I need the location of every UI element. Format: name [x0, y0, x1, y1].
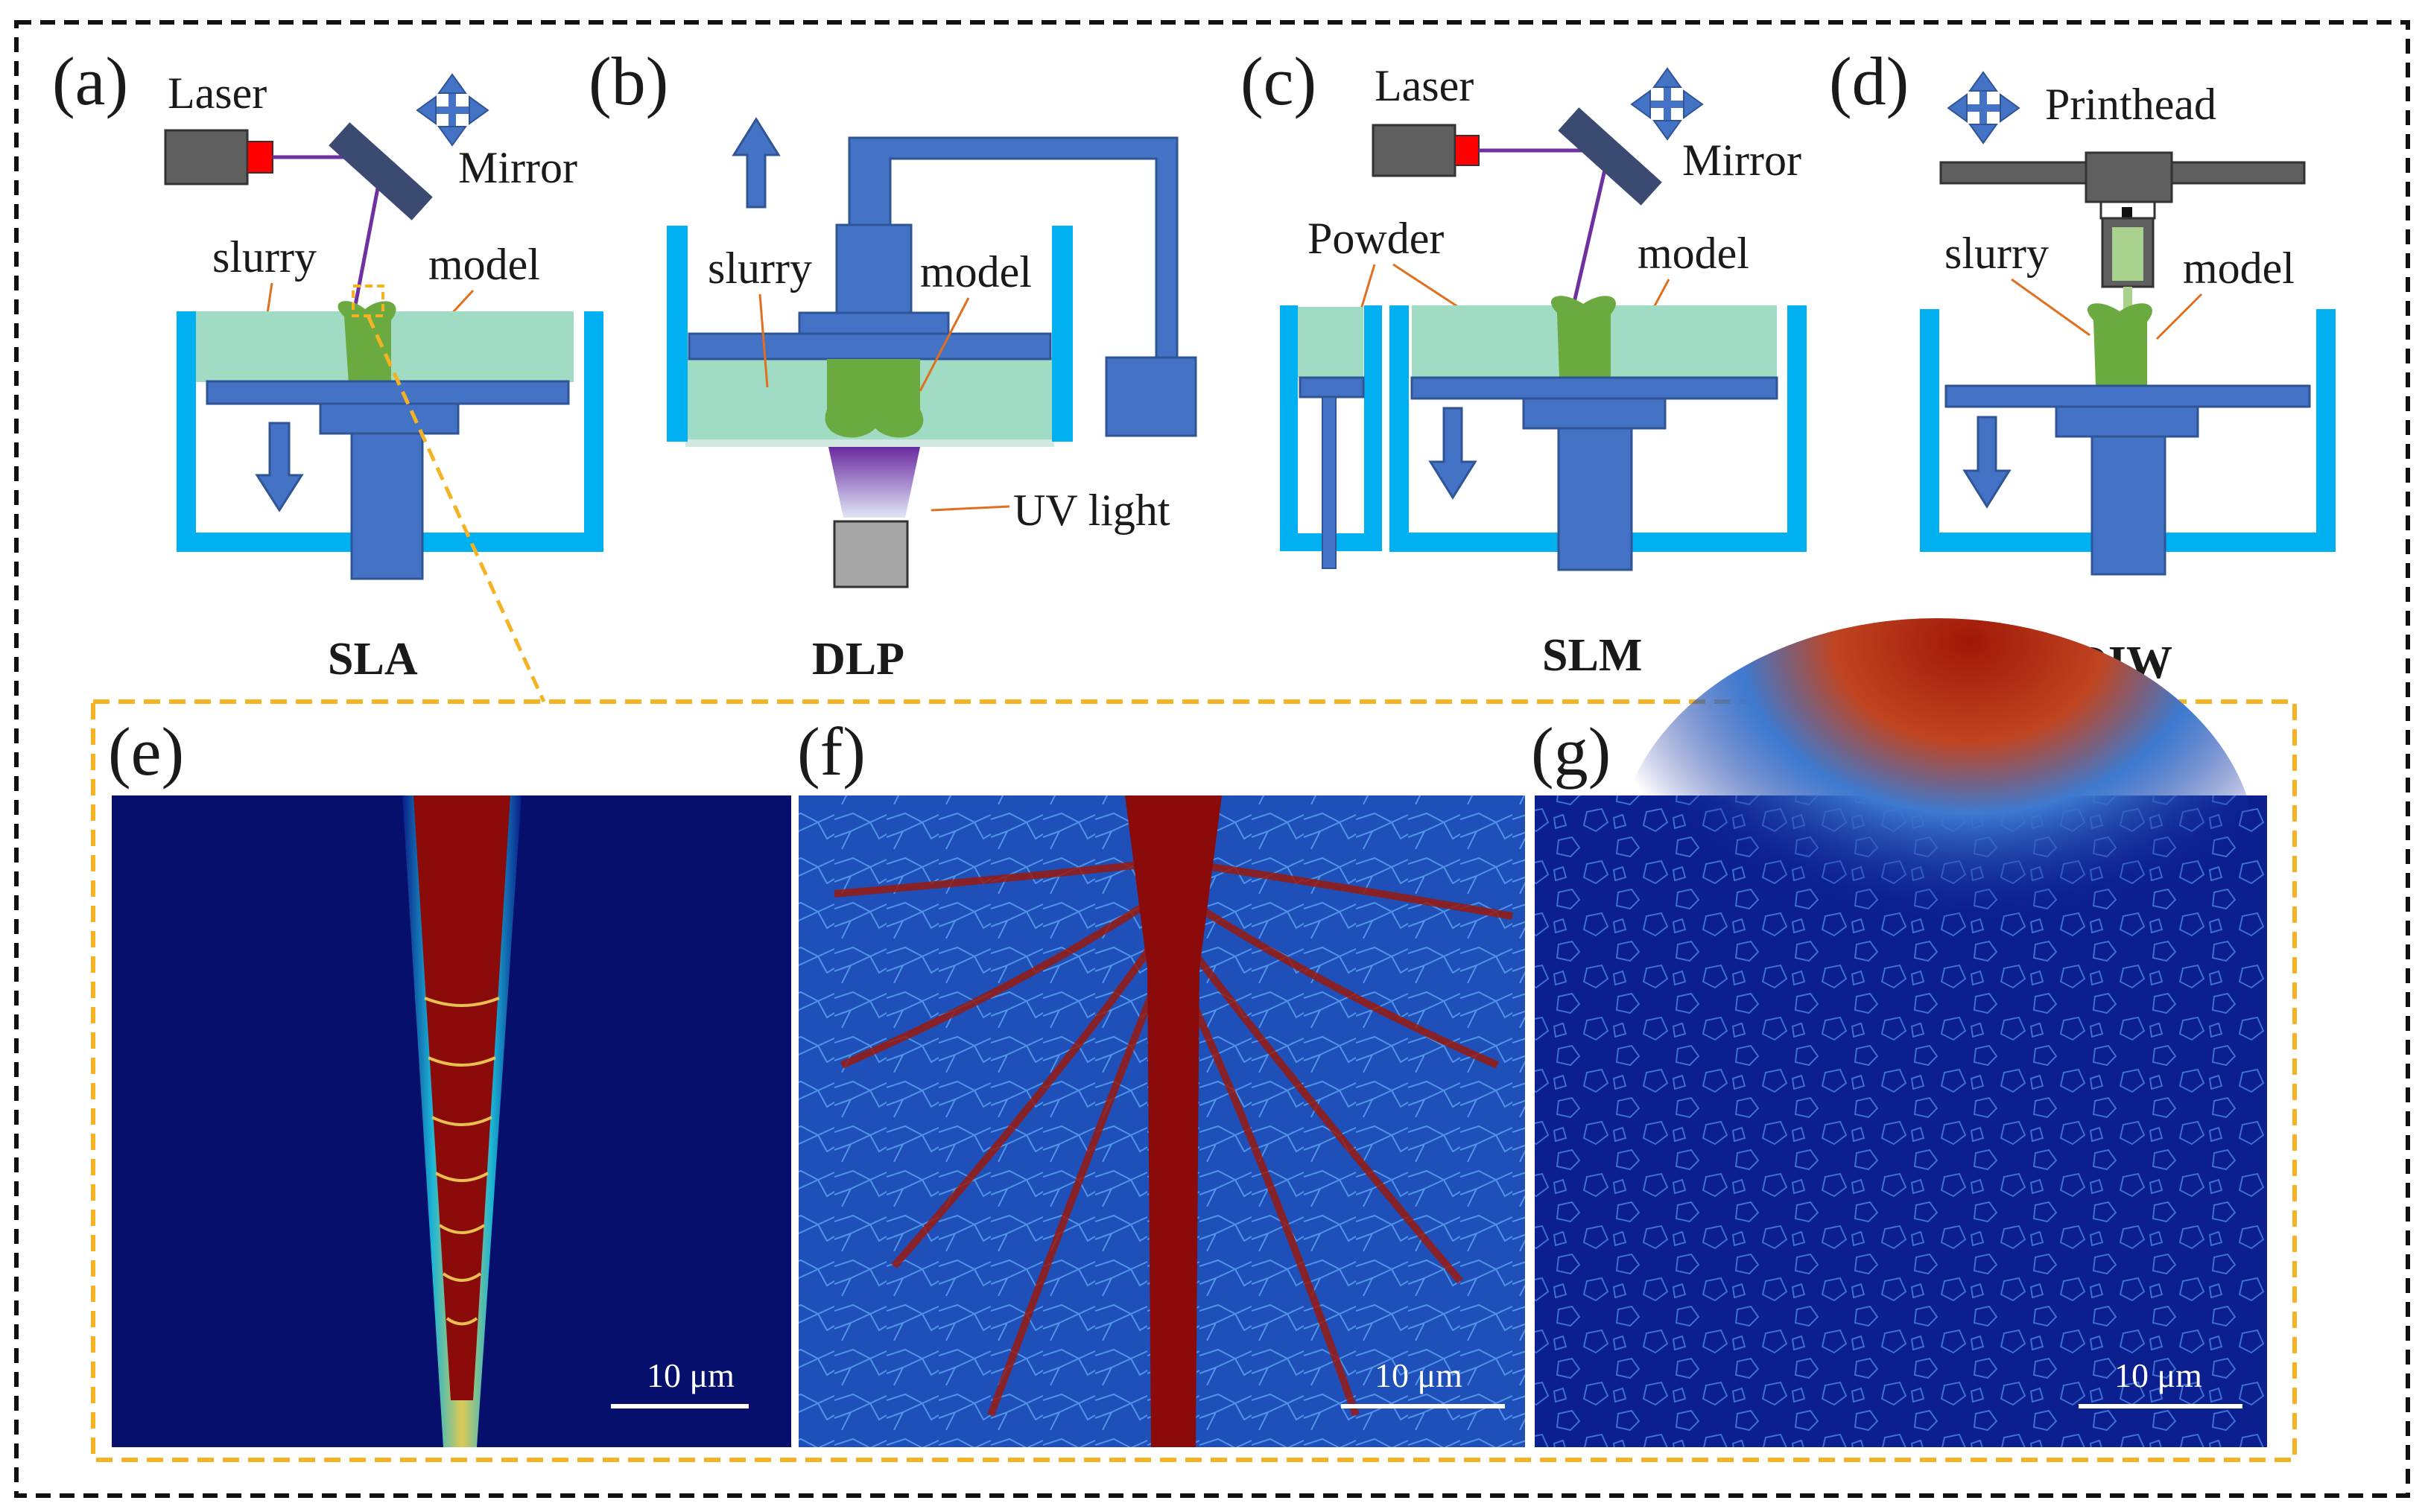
panel-a-letter: (a)	[52, 43, 128, 119]
panel-a-mirror-label: Mirror	[458, 143, 577, 192]
panel-a-platform-mount	[319, 402, 460, 435]
panel-f-simulation: (f) 10 μm	[797, 714, 1525, 1447]
panel-a-method-label: SLA	[328, 634, 418, 684]
panel-a-model-label: model	[428, 240, 540, 289]
panel-a-sla: (a) Laser Mirror slurry model SLA	[52, 43, 603, 684]
panel-d-printhead-carriage	[2085, 151, 2173, 203]
panel-b-platform	[688, 332, 1052, 360]
panel-c-laser-beam	[1479, 148, 1612, 306]
panel-c-down-arrow-icon	[1428, 407, 1477, 500]
panel-a-platform	[206, 380, 570, 405]
panel-d-down-arrow-icon	[1962, 416, 2012, 509]
panel-f-main-crack	[1125, 795, 1222, 1447]
panel-e-letter: (e)	[108, 714, 184, 790]
panel-d-platform-mount	[2055, 405, 2199, 438]
panel-c-feed-rod	[1322, 396, 1337, 569]
panel-b-model-leader	[919, 297, 970, 392]
panel-c-feed-powder	[1298, 307, 1363, 378]
panel-b-uv-label: UV light	[1013, 486, 1170, 535]
panel-g-simulation: (g) 10 μm	[1531, 618, 2267, 1447]
panel-e-scale-label: 10 μm	[647, 1356, 735, 1394]
panel-b-method-label: DLP	[812, 634, 904, 684]
panel-b-model-label: model	[920, 247, 1032, 296]
panel-e-beam-core	[413, 795, 510, 1400]
panel-c-mirror	[1558, 107, 1662, 206]
panel-b-tank-left	[667, 226, 688, 442]
panel-d-syringe-slurry	[2112, 227, 2143, 281]
panel-c-platform-mount	[1522, 397, 1667, 430]
panel-d-slurry-leader	[2011, 278, 2090, 337]
panel-b-gantry-base	[1105, 356, 1197, 437]
panel-c-elevator-column	[1557, 427, 1633, 571]
zoom-region-frame	[91, 699, 2297, 1462]
panel-b-window	[685, 439, 1054, 447]
panel-d-printhead-label: Printhead	[2045, 80, 2216, 129]
panel-a-move-arrows-icon	[416, 73, 489, 147]
panel-b-tank-right	[1052, 226, 1073, 442]
panel-d-model	[2087, 303, 2152, 386]
panel-b-build-head	[835, 223, 913, 316]
panel-b-projector	[833, 520, 909, 588]
panel-b-uv-leader	[931, 505, 1010, 512]
panel-a-elevator-column	[350, 432, 424, 580]
panel-d-model-leader	[2155, 293, 2203, 340]
outer-frame	[14, 20, 2410, 1498]
panel-c-powder-label: Powder	[1307, 214, 1444, 263]
panel-c-laser-body	[1372, 124, 1456, 177]
panel-c-feed-piston	[1299, 376, 1365, 398]
panel-a-down-arrow-icon	[255, 422, 304, 512]
panel-d-plunger	[2122, 207, 2132, 217]
panel-c-letter: (c)	[1240, 43, 1316, 119]
panel-c-laser-tip	[1454, 135, 1480, 166]
panel-g-letter: (g)	[1531, 714, 1611, 790]
panel-d-slurry-label: slurry	[1944, 229, 2049, 278]
panel-b-letter: (b)	[589, 43, 668, 119]
panel-a-model	[337, 301, 396, 384]
panel-d-letter: (d)	[1829, 43, 1909, 119]
panel-g-scale-label: 10 μm	[2114, 1356, 2202, 1394]
panel-c-model	[1550, 296, 1616, 378]
panel-a-laser-tip	[247, 141, 273, 174]
panel-d-move-arrows-icon	[1947, 71, 2020, 144]
panel-c-laser-label: Laser	[1375, 61, 1474, 110]
panel-e-simulation: (e) 10 μm	[108, 714, 791, 1447]
panel-f-letter: (f)	[797, 714, 866, 790]
panel-f-scale-label: 10 μm	[1375, 1356, 1462, 1394]
panel-c-slm: (c) Laser Mirror Powder model SLM	[1240, 43, 1807, 681]
panel-a-laser-body	[164, 129, 249, 185]
panel-b-head-plate	[798, 311, 950, 335]
panel-b-model	[825, 359, 924, 438]
panel-c-model-label: model	[1638, 229, 1749, 278]
panel-b-dlp: (b) slurry model UV light DLP	[589, 43, 1197, 684]
panel-d-elevator-column	[2090, 435, 2166, 576]
zoom-connector	[366, 314, 546, 703]
panel-a-mirror	[329, 122, 433, 220]
panel-a-slurry-label: slurry	[212, 232, 317, 282]
panel-e-fringes	[424, 997, 500, 1326]
panel-d-platform	[1944, 384, 2311, 408]
panel-a-laser-label: Laser	[168, 69, 267, 118]
panel-c-platform	[1410, 376, 1778, 400]
panel-b-slurry-label: slurry	[708, 244, 812, 293]
panel-d-diw: (d) Printhead slurry model DIW	[1829, 43, 2336, 688]
panel-b-uv-beam	[828, 447, 920, 518]
panel-c-mirror-label: Mirror	[1682, 136, 1801, 185]
panel-g-damage-zone	[1617, 618, 2257, 1095]
panel-c-move-arrows-icon	[1630, 67, 1704, 141]
panel-c-method-label: SLM	[1542, 630, 1642, 681]
panel-b-slurry-leader	[758, 293, 769, 388]
panel-f-crack-branches	[834, 860, 1513, 1417]
panel-d-model-label: model	[2183, 244, 2295, 293]
panel-b-up-arrow-icon	[732, 117, 781, 209]
